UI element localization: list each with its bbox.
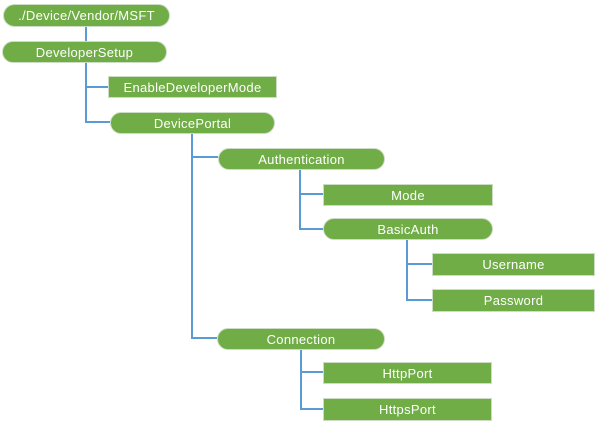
- tree-node-enable-developer-mode: EnableDeveloperMode: [108, 76, 277, 98]
- tree-node-device-portal: DevicePortal: [110, 112, 275, 134]
- tree-node-developer-setup: DeveloperSetup: [2, 41, 167, 63]
- tree-connector-h: [85, 121, 110, 123]
- tree-node-basic-auth: BasicAuth: [323, 218, 493, 240]
- tree-node-mode: Mode: [323, 184, 493, 206]
- tree-connector-v: [191, 134, 193, 339]
- tree-node-http-port: HttpPort: [323, 362, 492, 384]
- tree-connector-v: [299, 170, 301, 229]
- tree-connector-h: [300, 408, 323, 410]
- tree-node-authentication: Authentication: [218, 148, 385, 170]
- tree-connector-h: [299, 193, 323, 195]
- tree-connector-v: [300, 350, 302, 410]
- tree-connector-h: [191, 337, 217, 339]
- tree-connector-v: [85, 63, 87, 123]
- tree-connector-h: [85, 86, 108, 88]
- tree-node-username: Username: [432, 253, 595, 276]
- tree-node-https-port: HttpsPort: [323, 398, 492, 421]
- tree-connector-h: [299, 228, 323, 230]
- tree-connector-v: [406, 240, 408, 301]
- tree-node-root: ./Device/Vendor/MSFT: [3, 4, 170, 27]
- tree-connector-h: [300, 371, 323, 373]
- tree-connector-h: [406, 299, 432, 301]
- tree-connector-h: [406, 263, 432, 265]
- tree-connector-v: [85, 27, 87, 41]
- tree-node-connection: Connection: [217, 328, 385, 350]
- tree-node-password: Password: [432, 289, 595, 312]
- tree-connector-h: [191, 156, 218, 158]
